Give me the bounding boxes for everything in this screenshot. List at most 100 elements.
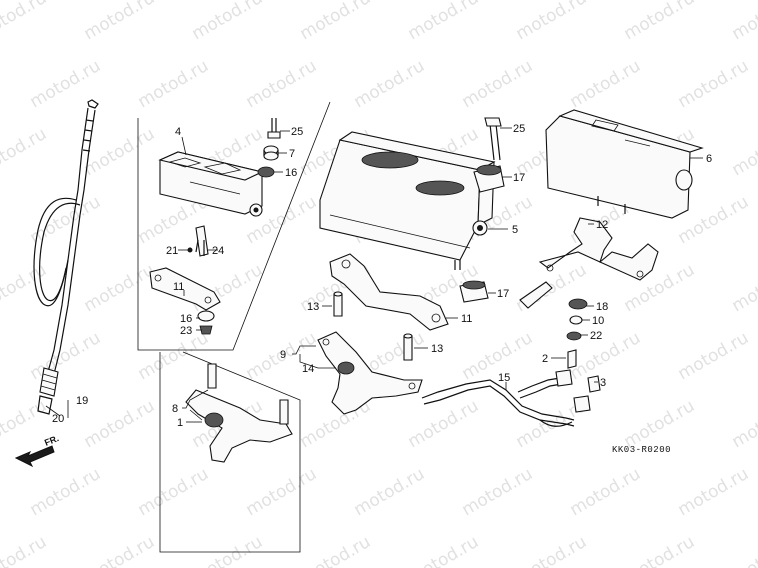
watermark-text: motod.ru bbox=[0, 124, 50, 180]
grommet-17-lower[interactable] bbox=[459, 280, 489, 303]
nut-22[interactable] bbox=[566, 331, 582, 341]
part-label-18: 18 bbox=[596, 301, 608, 313]
watermark-text: motod.ru bbox=[675, 464, 753, 520]
part-label-10: 10 bbox=[592, 315, 604, 327]
watermark-text: motod.ru bbox=[27, 192, 105, 248]
watermark-text: motod.ru bbox=[297, 532, 375, 568]
watermark-text: motod.ru bbox=[675, 56, 753, 112]
watermark-text: motod.ru bbox=[675, 328, 753, 384]
watermark-text: motod.ru bbox=[189, 532, 267, 568]
bracket-9[interactable] bbox=[317, 331, 423, 415]
watermark-text: motod.ru bbox=[513, 532, 591, 568]
meter-housing-large[interactable] bbox=[319, 131, 496, 270]
watermark-text: motod.ru bbox=[135, 464, 213, 520]
watermark-text: motod.ru bbox=[729, 260, 758, 316]
watermark-text: motod.ru bbox=[81, 396, 159, 452]
watermark-text: motod.ru bbox=[459, 464, 537, 520]
watermark-text: motod.ru bbox=[405, 396, 483, 452]
watermark-text: motod.ru bbox=[81, 532, 159, 568]
part-label-13: 13 bbox=[431, 343, 443, 355]
part-label-19: 19 bbox=[76, 395, 88, 407]
part-label-12: 12 bbox=[596, 219, 608, 231]
meter-housing-right[interactable] bbox=[545, 109, 704, 219]
inset-frame-left bbox=[137, 101, 331, 553]
watermark-text: motod.ru bbox=[729, 0, 758, 44]
bracket-11-small[interactable] bbox=[149, 267, 221, 311]
part-label-4: 4 bbox=[175, 126, 181, 138]
part-label-23: 23 bbox=[180, 325, 192, 337]
watermark-text: motod.ru bbox=[27, 328, 105, 384]
part-label-21: 21 bbox=[166, 245, 178, 257]
watermark-text: motod.ru bbox=[621, 0, 699, 44]
part-label-7: 7 bbox=[289, 148, 295, 160]
watermark-text: motod.ru bbox=[297, 0, 375, 44]
part-label-3: 3 bbox=[600, 377, 606, 389]
watermark-text: motod.ru bbox=[567, 464, 645, 520]
watermark-text: motod.ru bbox=[729, 396, 758, 452]
part-label-11: 11 bbox=[173, 281, 184, 293]
direction-label: FR. bbox=[43, 433, 60, 448]
watermark-text: motod.ru bbox=[351, 56, 429, 112]
bracket-12[interactable] bbox=[519, 217, 659, 309]
part-label-24: 24 bbox=[212, 245, 224, 257]
part-label-16: 16 bbox=[285, 167, 297, 179]
bulb-2[interactable] bbox=[567, 349, 577, 369]
watermark-text: motod.ru bbox=[135, 328, 213, 384]
watermark-text: motod.ru bbox=[567, 56, 645, 112]
watermark-text: motod.ru bbox=[243, 464, 321, 520]
watermark-text: motod.ru bbox=[27, 464, 105, 520]
watermark-text: motod.ru bbox=[621, 396, 699, 452]
speedometer-unit-small[interactable] bbox=[158, 151, 264, 217]
grommet-16-low[interactable] bbox=[197, 310, 215, 335]
watermark-text: motod.ru bbox=[0, 0, 50, 44]
collar-13-upper[interactable] bbox=[333, 291, 343, 317]
arrow-down-left-icon bbox=[14, 445, 55, 468]
watermark-text: motod.ru bbox=[27, 56, 105, 112]
part-label-20: 20 bbox=[52, 413, 64, 425]
washer-7[interactable] bbox=[263, 145, 279, 161]
watermark-text: motod.ru bbox=[81, 260, 159, 316]
part-label-17: 17 bbox=[513, 172, 525, 184]
leader-lines bbox=[45, 127, 703, 423]
grommet-14[interactable] bbox=[337, 361, 355, 375]
watermark-text: motod.ru bbox=[405, 0, 483, 44]
part-labels: 4 25 7 16 21 24 11 16 23 25 17 5 6 12 13… bbox=[52, 123, 712, 429]
watermark-text: motod.ru bbox=[135, 56, 213, 112]
part-label-15: 15 bbox=[498, 372, 510, 384]
speedometer-cable[interactable] bbox=[33, 99, 99, 415]
lamp-socket-21-24[interactable] bbox=[187, 225, 209, 257]
watermark-text: motod.ru bbox=[0, 260, 50, 316]
grommet-16-small[interactable] bbox=[257, 166, 275, 178]
watermark-text: motod.ru bbox=[243, 56, 321, 112]
part-label-8: 8 bbox=[172, 403, 178, 415]
bolt-25-large[interactable] bbox=[484, 117, 502, 161]
part-label-6: 6 bbox=[706, 153, 712, 165]
part-label-17: 17 bbox=[497, 288, 509, 300]
bracket-8[interactable] bbox=[185, 363, 293, 463]
nut-10[interactable] bbox=[569, 315, 583, 325]
watermark-text: motod.ru bbox=[0, 532, 50, 568]
watermark-text: motod.ru bbox=[351, 464, 429, 520]
part-label-5: 5 bbox=[512, 224, 518, 236]
part-label-13: 13 bbox=[307, 301, 319, 313]
watermark-text: motod.ru bbox=[405, 532, 483, 568]
bulb-3[interactable] bbox=[587, 375, 601, 393]
washer-18[interactable] bbox=[568, 298, 588, 310]
part-label-14: 14 bbox=[302, 363, 314, 375]
watermark-text: motod.ru bbox=[189, 0, 267, 44]
watermark-text: motod.ru bbox=[513, 0, 591, 44]
watermark-text: motod.ru bbox=[729, 532, 758, 568]
collar-13-lower[interactable] bbox=[403, 333, 413, 361]
part-label-25: 25 bbox=[291, 126, 303, 138]
grommet-17-upper[interactable] bbox=[473, 164, 505, 193]
bolt-25-small[interactable] bbox=[267, 118, 281, 139]
part-label-2: 2 bbox=[542, 353, 548, 365]
watermark-text: motod.ru bbox=[621, 532, 699, 568]
part-label-16: 16 bbox=[180, 313, 192, 325]
bracket-11-center[interactable] bbox=[329, 253, 449, 331]
diagram-code: KK03-R0200 bbox=[612, 445, 671, 455]
watermark-text: motod.ru bbox=[0, 396, 50, 452]
watermark-text: motod.ru bbox=[729, 124, 758, 180]
